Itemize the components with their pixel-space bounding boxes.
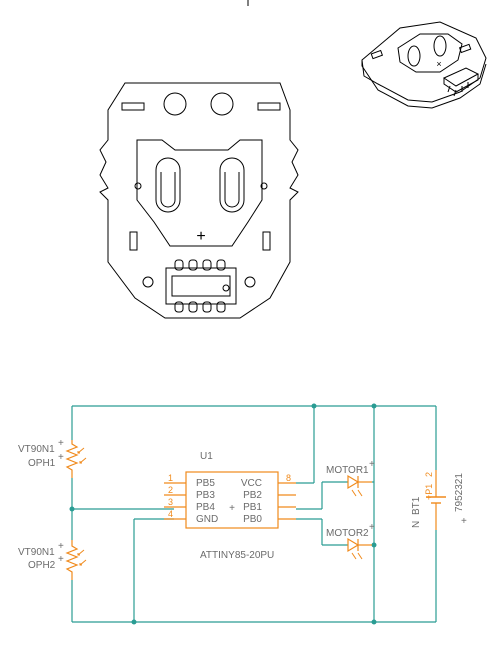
ic-footprint-pads-bottom <box>174 301 226 313</box>
board-center-mark: + <box>196 228 205 245</box>
light-arrows-icon <box>77 549 87 566</box>
slot-3d-a <box>370 49 384 60</box>
oph2-ref-mark: + <box>58 554 64 565</box>
board-small-hole-right <box>260 182 268 190</box>
ic-u1-pin-pb1: PB1 <box>243 502 262 513</box>
ic-u1-pin-pb5: PB5 <box>196 478 215 489</box>
board-bottom-hole-right <box>244 276 256 288</box>
resistor-zigzag <box>65 440 79 478</box>
wire-junctions <box>69 403 377 625</box>
oph1-ref: OPH1 <box>28 458 56 469</box>
board-hole-right <box>210 92 234 116</box>
battery-contact-right <box>219 157 245 213</box>
motor2-mark: + <box>369 522 375 533</box>
ic-u1: U1 ATTINY85-20PU 1 2 3 4 8 PB5 PB3 PB4 G… <box>164 451 296 561</box>
ic-3d-legs <box>447 82 469 97</box>
motor2-ref: MOTOR2 <box>326 528 369 539</box>
ic-u1-pin-pb4: PB4 <box>196 502 215 513</box>
board-3d-mark: × <box>436 59 441 69</box>
battery-polarity-plus: + <box>461 516 467 527</box>
battery-pin-number: 2 <box>424 472 434 477</box>
board-hole-left <box>163 92 187 116</box>
battery-holder-outline <box>136 139 263 247</box>
ic-u1-pin1-number: 1 <box>168 473 173 483</box>
resistor-zigzag <box>65 540 79 580</box>
motor1-mark: + <box>369 459 375 470</box>
emit-arrows-icon <box>351 489 363 497</box>
oph1-ref-mark: + <box>58 452 64 463</box>
battery-contact-right-inner <box>224 172 240 208</box>
contact-3d-right <box>433 35 447 57</box>
emit-arrows-icon <box>351 552 363 560</box>
oph2-ref: OPH2 <box>28 560 56 571</box>
board-3d-outline <box>361 21 487 103</box>
led-triangle <box>347 474 360 490</box>
oph1-part: VT90N1 <box>18 444 55 455</box>
ic-3d-side <box>443 74 479 93</box>
board-slot-right <box>257 102 281 111</box>
board-side-slot-left <box>129 231 138 251</box>
battery-polarity-n: N <box>411 521 422 528</box>
ic-u1-pin-lines <box>164 482 296 520</box>
battery-bt1: +P1 2 BT1 7952321 N + <box>411 470 467 530</box>
oph2-part-mark: + <box>58 541 64 552</box>
pcb-board-outline <box>99 82 299 319</box>
ic-u1-ref: U1 <box>200 451 213 462</box>
board-edge <box>99 82 299 319</box>
ic-footprint-pads-top <box>174 259 226 271</box>
contact-3d-left <box>407 45 421 67</box>
ic-footprint-inner <box>171 275 231 297</box>
oph1-part-mark: + <box>58 438 64 449</box>
board-small-hole-left <box>134 182 142 190</box>
battery-holder-3d <box>397 33 463 73</box>
ic-u1-body <box>185 471 279 529</box>
board-3d-edge <box>361 60 487 109</box>
battery-ref: BT1 <box>411 496 422 515</box>
ic-u1-pin2-number: 2 <box>168 485 173 495</box>
light-arrows-icon <box>77 447 87 464</box>
ic-u1-pin3-number: 3 <box>168 497 173 507</box>
ic-u1-pin-pb2: PB2 <box>243 490 262 501</box>
ic-u1-pin-vcc: VCC <box>241 478 262 489</box>
ic-u1-center-mark: + <box>229 503 235 514</box>
ic-u1-pin-pb0: PB0 <box>243 514 262 525</box>
photoresistor-oph2: VT90N1 + OPH2 + <box>18 540 87 580</box>
ic-u1-pin4-number: 4 <box>168 509 173 519</box>
photoresistor-oph1: VT90N1 + OPH1 + <box>18 438 87 478</box>
slot-3d-b <box>458 43 472 54</box>
battery-part: 7952321 <box>454 473 465 512</box>
ic-footprint-notch <box>222 284 230 292</box>
ic-u1-value: ATTINY85-20PU <box>200 550 274 561</box>
battery-pin-label: +P1 <box>424 484 434 500</box>
ic-u1-pin-gnd: GND <box>196 514 218 525</box>
board-slot-left <box>121 102 145 111</box>
motor2: MOTOR2 + <box>326 522 375 560</box>
ic-footprint-body <box>165 267 237 305</box>
board-side-slot-right <box>262 231 271 251</box>
battery-contact-left <box>155 157 181 213</box>
motor1-ref: MOTOR1 <box>326 465 369 476</box>
board-bottom-hole-left <box>142 276 154 288</box>
motor1: MOTOR1 + <box>326 459 375 497</box>
ic-u1-pin8-number: 8 <box>286 473 291 483</box>
pcb-3d-view <box>361 21 487 109</box>
led-triangle <box>347 537 360 553</box>
battery-contact-left-inner <box>160 172 176 208</box>
ic-u1-pin-pb3: PB3 <box>196 490 215 501</box>
oph2-part: VT90N1 <box>18 547 55 558</box>
